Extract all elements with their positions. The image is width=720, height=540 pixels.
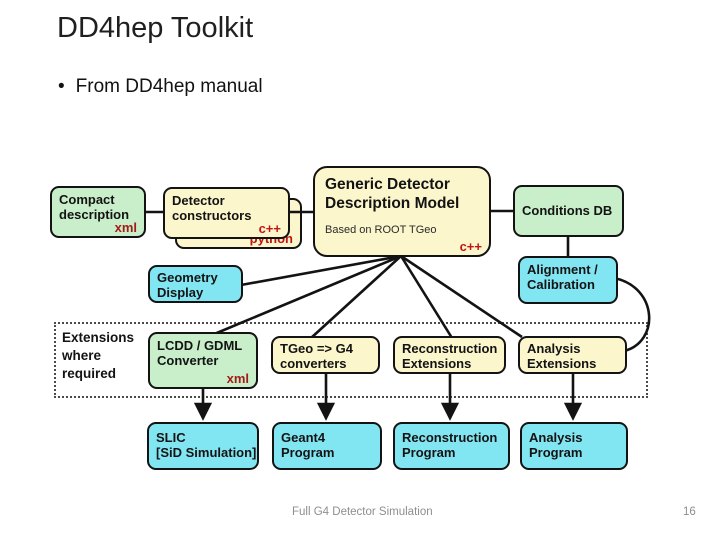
- node-label: Geant4 Program: [281, 430, 335, 461]
- node-tgeo-g4-converters: TGeo => G4 converters: [271, 336, 380, 374]
- node-title: Generic Detector Description Model: [325, 176, 460, 212]
- node-geometry-display: Geometry Display: [148, 265, 243, 303]
- node-analysis-program: Analysis Program: [520, 422, 628, 470]
- node-label: Reconstruction Program: [402, 430, 498, 461]
- node-analysis-extensions: Analysis Extensions: [518, 336, 627, 374]
- node-label: Detector constructors: [172, 193, 252, 224]
- node-label: TGeo => G4 converters: [280, 341, 353, 372]
- node-label: Conditions DB: [522, 203, 613, 219]
- extensions-region-label: Extensions where required: [62, 330, 135, 381]
- page-number: 16: [683, 506, 696, 518]
- node-detector-constructors: Detector constructors c++: [163, 187, 290, 239]
- node-compact-description: Compact description xml: [50, 186, 146, 238]
- node-label: Geometry Display: [157, 270, 218, 301]
- node-label: LCDD / GDML Converter: [157, 338, 243, 369]
- node-alignment-calibration: Alignment / Calibration: [518, 256, 618, 304]
- node-label: Reconstruction Extensions: [402, 341, 498, 372]
- node-subtitle: Based on ROOT TGeo: [325, 223, 437, 236]
- node-label: Alignment / Calibration: [527, 262, 598, 293]
- node-geant4-program: Geant4 Program: [272, 422, 382, 470]
- node-label: Analysis Extensions: [527, 341, 597, 372]
- node-generic-detector-description-model: Generic Detector Description Model Based…: [313, 166, 491, 257]
- cpp-tag: c++: [258, 220, 281, 236]
- footer-title: Full G4 Detector Simulation: [292, 506, 433, 518]
- page-title: DD4hep Toolkit: [57, 12, 254, 44]
- node-label: Analysis Program: [529, 430, 583, 461]
- xml-tag: xml: [226, 370, 249, 386]
- cpp-tag: c++: [459, 238, 482, 254]
- node-lcdd-gdml-converter: LCDD / GDML Converter xml: [148, 332, 258, 389]
- node-reconstruction-extensions: Reconstruction Extensions: [393, 336, 506, 374]
- node-slic-sid-simulation: SLIC [SiD Simulation]: [147, 422, 259, 470]
- node-label: SLIC [SiD Simulation]: [156, 430, 257, 461]
- node-label: Compact description: [59, 192, 130, 223]
- node-conditions-db: Conditions DB: [513, 185, 624, 237]
- xml-tag: xml: [114, 219, 137, 235]
- bullet-item: From DD4hep manual: [58, 76, 263, 98]
- node-reconstruction-program: Reconstruction Program: [393, 422, 510, 470]
